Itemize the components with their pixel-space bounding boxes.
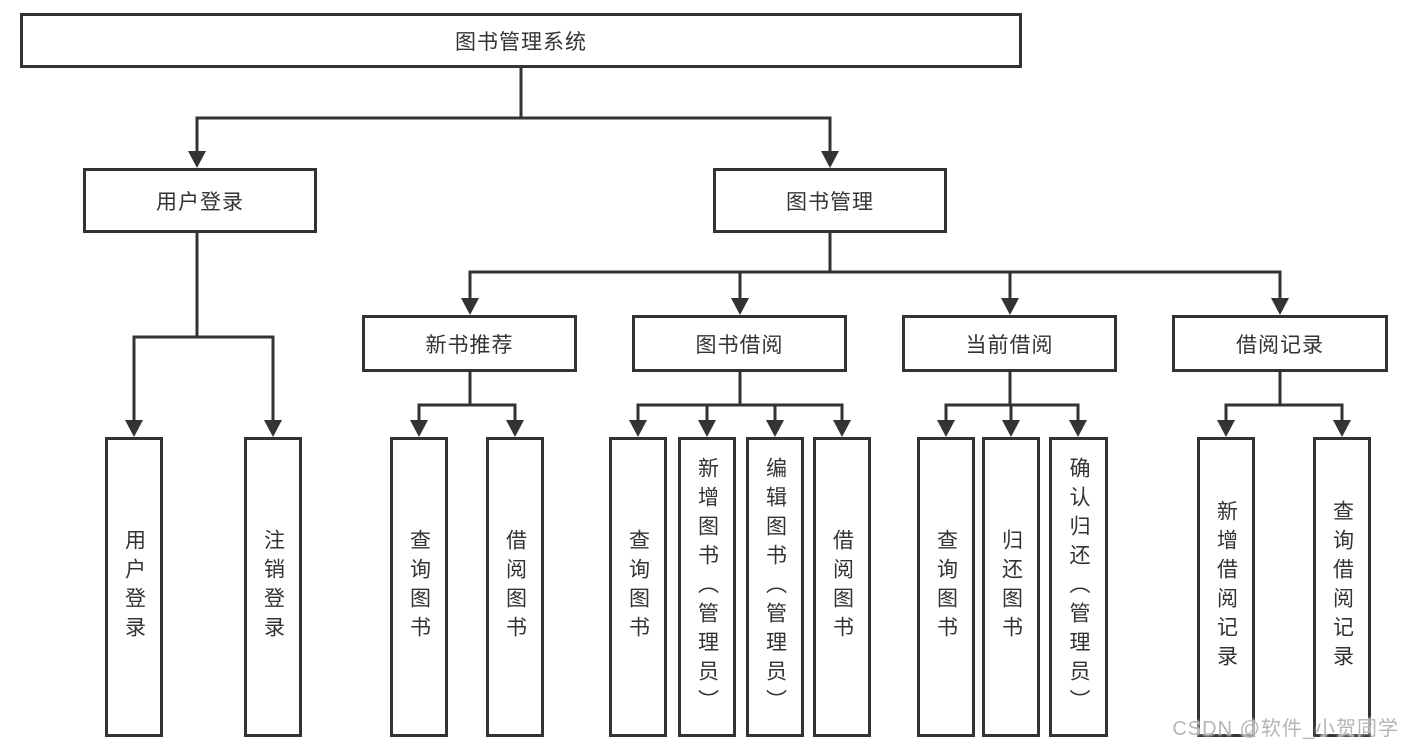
node-label: 图书管理 [786, 190, 874, 214]
arrow-down-icon [264, 420, 282, 437]
node-label: 注销登录 [261, 529, 285, 645]
node-new-book-recommend: 新书推荐 [362, 315, 577, 372]
node-label: 确认归还（管理员） [1067, 456, 1090, 718]
connector-current-borrow-children [937, 372, 1087, 437]
node-book-management: 图书管理 [713, 168, 947, 233]
arrow-down-icon [698, 420, 716, 437]
arrow-down-icon [506, 420, 524, 437]
node-label: 图书借阅 [695, 333, 784, 357]
node-current-borrow: 当前借阅 [902, 315, 1117, 372]
node-borrow-records: 借阅记录 [1172, 315, 1388, 372]
node-label: 用户登录 [156, 190, 244, 214]
leaf-query-books-recommend: 查询图书 [390, 437, 448, 737]
arrow-down-icon [937, 420, 955, 437]
node-label: 新增图书（管理员） [695, 456, 719, 718]
csdn-watermark: CSDN @软件_小贺同学 [1172, 718, 1399, 740]
connector-book-mgmt-to-level2 [461, 233, 1289, 315]
connector-root-to-level1 [188, 66, 839, 168]
connector-user-login-children [125, 233, 282, 437]
arrow-down-icon [1069, 420, 1087, 437]
arrow-down-icon [1217, 420, 1235, 437]
node-label: 借阅图书 [830, 529, 854, 645]
leaf-user-login: 用户登录 [105, 437, 163, 737]
arrow-down-icon [629, 420, 647, 437]
node-user-login: 用户登录 [83, 168, 317, 233]
arrow-down-icon [125, 420, 143, 437]
leaf-edit-books-admin: 编辑图书（管理员） [746, 437, 804, 737]
node-label: 查询图书 [934, 529, 958, 645]
connector-borrow-records-children [1217, 372, 1351, 437]
arrow-down-icon [1271, 298, 1289, 315]
node-label: 新增借阅记录 [1214, 500, 1238, 674]
arrow-down-icon [1001, 298, 1019, 315]
node-label: 查询图书 [407, 529, 431, 645]
leaf-borrow-books-recommend: 借阅图书 [486, 437, 544, 737]
leaf-add-borrow-record: 新增借阅记录 [1197, 437, 1255, 737]
node-label: 新书推荐 [425, 333, 514, 357]
arrow-down-icon [410, 420, 428, 437]
node-label: 查询借阅记录 [1330, 500, 1354, 674]
node-label: 查询图书 [626, 529, 650, 645]
node-book-borrow: 图书借阅 [632, 315, 847, 372]
leaf-add-books-admin: 新增图书（管理员） [678, 437, 736, 737]
node-label: 归还图书 [999, 529, 1023, 645]
leaf-borrow-books: 借阅图书 [813, 437, 871, 737]
connector-book-borrow-children [629, 372, 851, 437]
node-label: 当前借阅 [965, 333, 1054, 357]
node-label: 借阅记录 [1236, 333, 1324, 357]
node-label: 编辑图书（管理员） [763, 456, 787, 718]
arrow-down-icon [833, 420, 851, 437]
leaf-query-books-current: 查询图书 [917, 437, 975, 737]
arrow-down-icon [1002, 420, 1020, 437]
arrow-down-icon [188, 151, 206, 168]
leaf-query-books-borrow: 查询图书 [609, 437, 667, 737]
node-label: 用户登录 [122, 529, 146, 645]
leaf-confirm-return-admin: 确认归还（管理员） [1049, 437, 1108, 737]
arrow-down-icon [731, 298, 749, 315]
arrow-down-icon [821, 151, 839, 168]
connector-new-book-children [410, 372, 524, 437]
node-label: 图书管理系统 [455, 30, 587, 54]
arrow-down-icon [766, 420, 784, 437]
arrow-down-icon [1333, 420, 1351, 437]
node-library-system: 图书管理系统 [20, 13, 1022, 68]
leaf-query-borrow-record: 查询借阅记录 [1313, 437, 1371, 737]
node-label: 借阅图书 [503, 529, 527, 645]
arrow-down-icon [461, 298, 479, 315]
leaf-return-books: 归还图书 [982, 437, 1040, 737]
leaf-logout: 注销登录 [244, 437, 302, 737]
